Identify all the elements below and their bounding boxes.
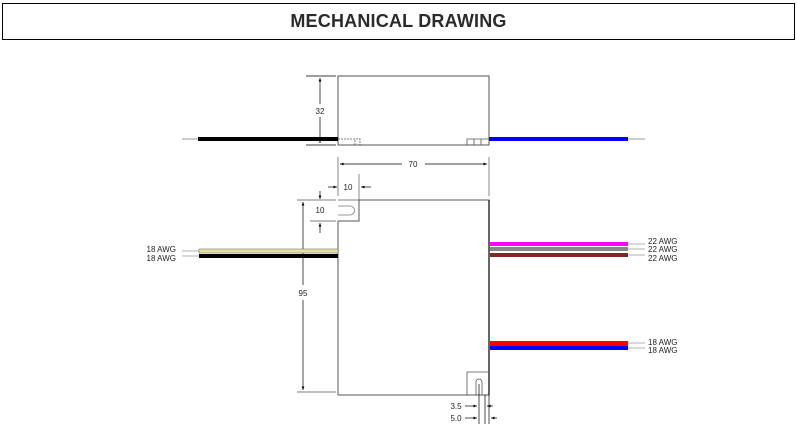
dim-slot-width: 3.5 — [450, 402, 462, 411]
page-title: MECHANICAL DRAWING — [290, 11, 507, 31]
right-wire-1 — [490, 242, 628, 246]
left-wire-label-1: 18 AWG — [147, 245, 177, 254]
right-wire-label-4: 18 AWG — [648, 338, 678, 347]
mounting-notch-top — [338, 199, 360, 222]
top-view: 32 — [182, 75, 645, 146]
width-dimension: 70 — [337, 157, 490, 196]
right-wire-blue — [490, 346, 628, 350]
right-signal-wires: 22 AWG 22 AWG 22 AWG — [490, 237, 678, 263]
right-wire-red — [490, 341, 628, 346]
right-wire-label-5: 18 AWG — [648, 346, 678, 355]
dim-slot-outer: 5.0 — [450, 414, 462, 423]
front-view-housing — [337, 199, 490, 396]
dim-length: 95 — [299, 289, 308, 298]
title-bar: MECHANICAL DRAWING — [2, 3, 795, 40]
front-view: 10 10 95 3.5 5.0 18 AWG 18 AWG — [147, 174, 678, 424]
left-wire-1 — [198, 248, 339, 254]
mounting-notch-bottom — [466, 371, 489, 395]
dim-height-top: 32 — [316, 107, 325, 116]
right-wire-3 — [490, 253, 628, 257]
left-wire-2 — [199, 254, 338, 258]
dim-notch-width: 10 — [344, 183, 353, 192]
dim-width: 70 — [409, 160, 418, 169]
right-wire-label-3: 22 AWG — [648, 254, 678, 263]
top-view-housing — [337, 75, 490, 146]
right-wire-2 — [490, 247, 628, 251]
left-wire-label-2: 18 AWG — [147, 254, 177, 263]
right-power-wires: 18 AWG 18 AWG — [490, 338, 678, 355]
dim-notch-height: 10 — [316, 206, 325, 215]
right-wire-label-2: 22 AWG — [648, 245, 678, 254]
left-wires: 18 AWG 18 AWG — [147, 245, 339, 263]
right-wire-label-1: 22 AWG — [648, 237, 678, 246]
